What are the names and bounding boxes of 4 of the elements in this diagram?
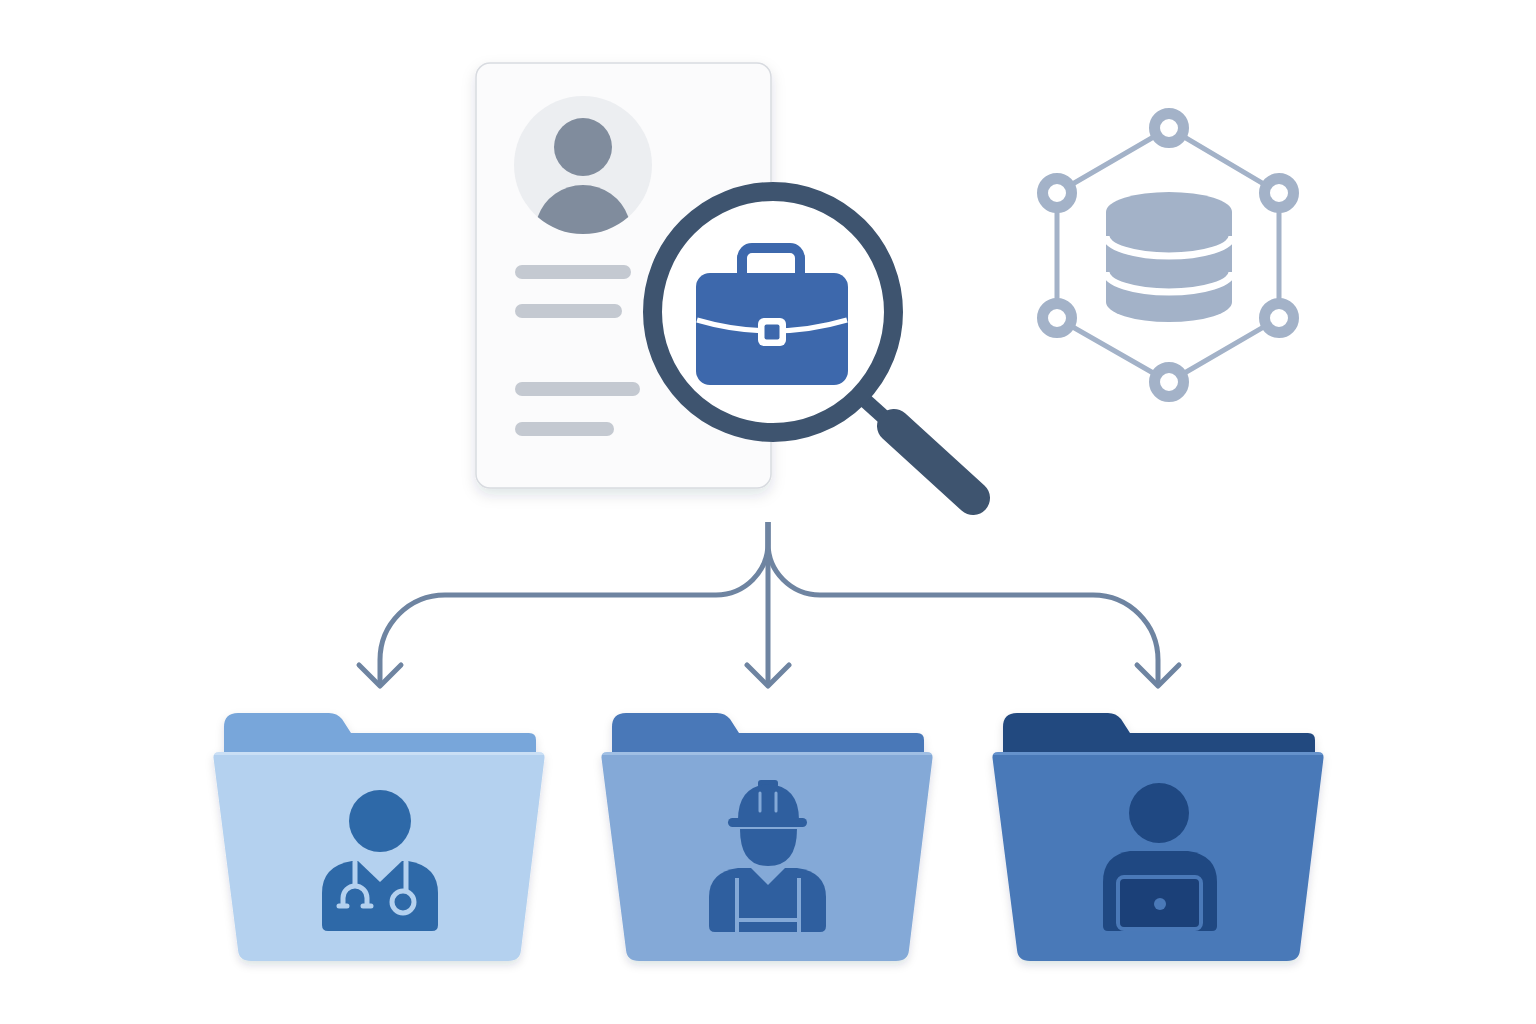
arrow <box>765 522 1182 689</box>
folder-illustration <box>991 712 1325 963</box>
folder-illustration <box>212 712 546 963</box>
folder-illustration <box>600 712 934 963</box>
